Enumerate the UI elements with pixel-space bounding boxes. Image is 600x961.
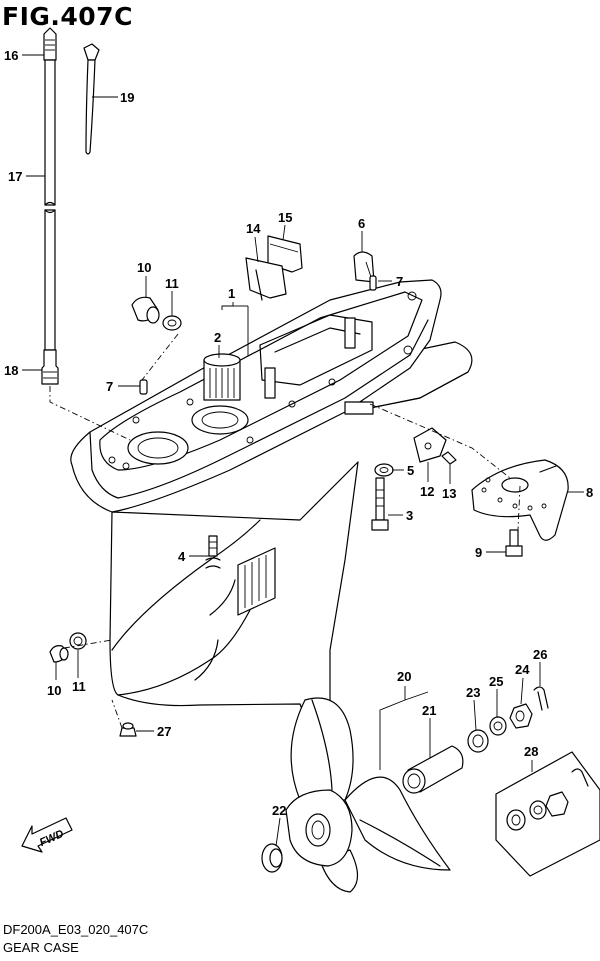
bushing-part-21 (402, 745, 464, 794)
callout-7-upper: 7 (396, 274, 403, 289)
callout-7-left: 7 (106, 379, 113, 394)
callout-4: 4 (178, 549, 186, 564)
fwd-arrow-icon: FWD (21, 817, 73, 853)
plug-part-10-lower (49, 645, 69, 663)
callout-14: 14 (246, 221, 261, 236)
screw-part-13 (441, 451, 457, 465)
nut-part-24 (509, 703, 533, 729)
dowel-pin-part-7-upper (369, 275, 377, 291)
callout-10-lower: 10 (47, 683, 61, 698)
callout-10-upper: 10 (137, 260, 151, 275)
leader-lines (22, 54, 584, 847)
callout-26: 26 (533, 647, 547, 662)
figure-code: DF200A_E03_020_407C (3, 922, 149, 937)
callout-1: 1 (228, 286, 235, 301)
callout-9: 9 (475, 545, 482, 560)
callout-15: 15 (278, 210, 292, 225)
callout-21: 21 (422, 703, 436, 718)
callout-6: 6 (358, 216, 365, 231)
callout-11-upper: 11 (165, 276, 179, 291)
washer-part-25 (489, 716, 507, 736)
callout-12: 12 (420, 484, 434, 499)
strap-part-19 (83, 43, 100, 155)
figure-subtitle: GEAR CASE (3, 940, 79, 955)
anode-part-12 (413, 427, 447, 463)
callout-8: 8 (586, 485, 593, 500)
gear-case-housing (70, 279, 473, 741)
callout-11-lower: 11 (72, 679, 86, 694)
callout-24: 24 (515, 662, 530, 677)
callout-27: 27 (157, 724, 171, 739)
plug-part-10-upper (131, 296, 160, 324)
washer-part-11-upper (162, 315, 182, 331)
nut-kit-part-28 (495, 751, 600, 877)
figure-title: FIG.407C (2, 2, 133, 31)
trim-tab-part-8 (471, 459, 569, 541)
callout-5: 5 (407, 463, 414, 478)
callout-28: 28 (524, 744, 538, 759)
thrust-washer-part-22 (261, 843, 283, 873)
callout-13: 13 (442, 486, 456, 501)
cover-part-14 (245, 257, 287, 301)
shift-rod-part-17 (41, 27, 59, 385)
spacer-part-23 (467, 729, 489, 753)
drain-plug-part-27 (119, 722, 137, 737)
dowel-pin-part-7-left (139, 379, 148, 395)
callout-3: 3 (406, 508, 413, 523)
callout-25: 25 (489, 674, 503, 689)
bolt-part-9 (505, 529, 523, 557)
callout-23: 23 (466, 685, 480, 700)
plate-part-15 (267, 235, 303, 273)
callout-22: 22 (272, 803, 286, 818)
washer-part-11-lower (69, 632, 87, 650)
callout-19: 19 (120, 90, 134, 105)
callout-labels: 16 19 17 14 15 6 10 11 7 1 2 18 7 5 12 1… (4, 48, 593, 818)
callout-18: 18 (4, 363, 18, 378)
washer-part-5 (374, 463, 394, 477)
callout-16: 16 (4, 48, 18, 63)
bolt-part-3 (371, 477, 389, 531)
stud-part-4 (205, 535, 221, 569)
callout-20: 20 (397, 669, 411, 684)
cotter-pin-part-26 (533, 686, 549, 711)
propeller-part-20 (285, 697, 451, 893)
callout-2: 2 (214, 330, 221, 345)
callout-17: 17 (8, 169, 22, 184)
assembly-dashed-lines (49, 333, 521, 729)
